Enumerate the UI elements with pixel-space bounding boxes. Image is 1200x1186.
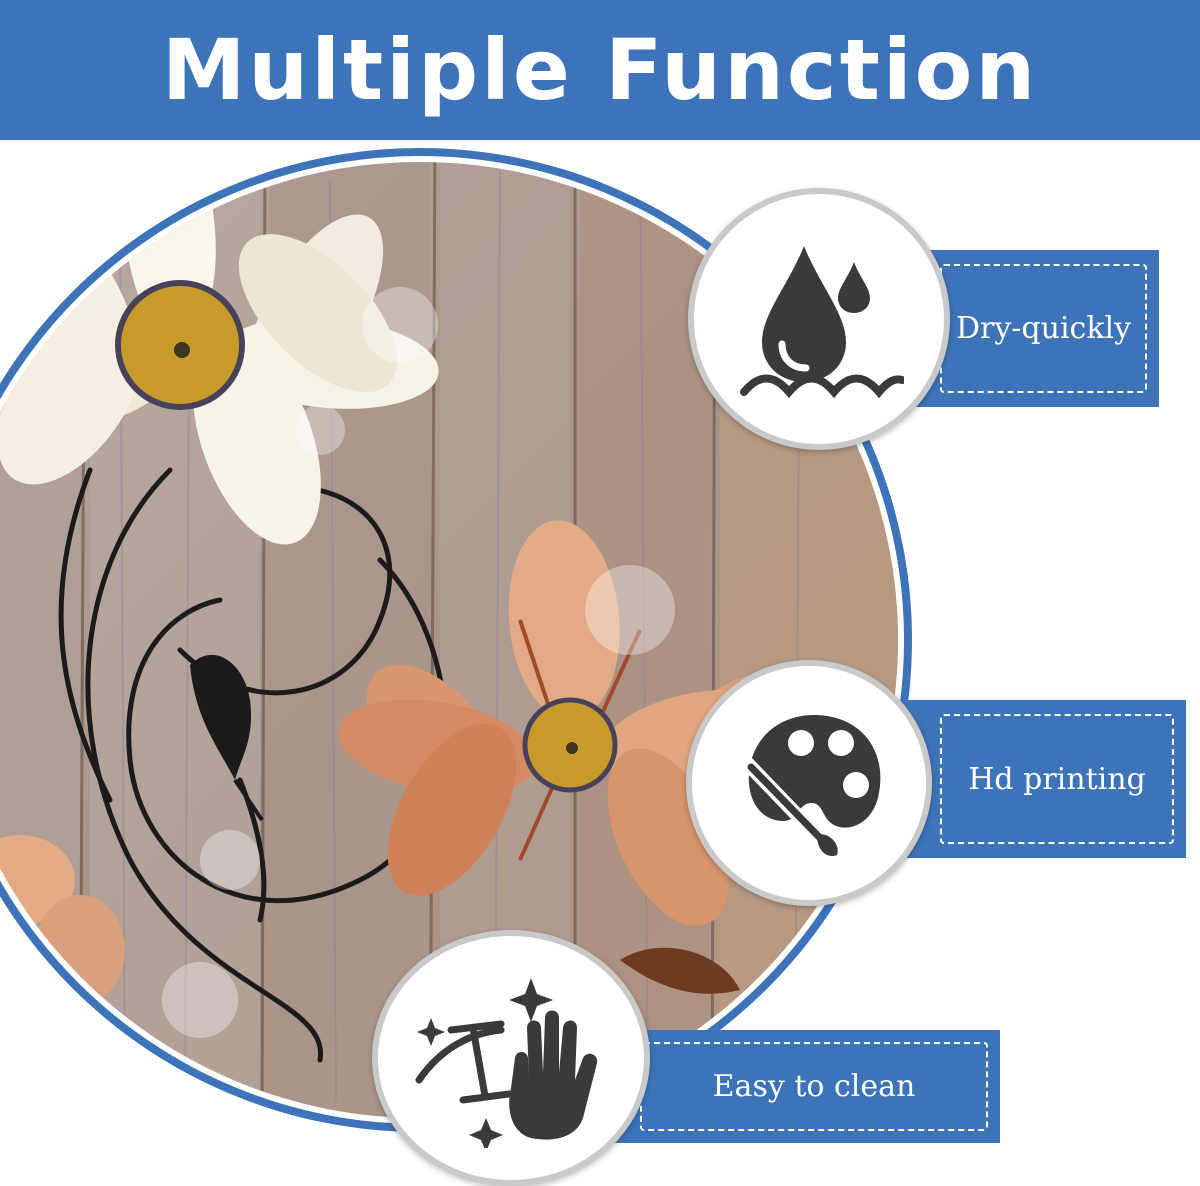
dashed-frame: Dry-quickly (940, 264, 1147, 393)
feature-text-dry-quickly: Dry-quickly (955, 311, 1132, 346)
badge-dry-quickly (688, 188, 950, 450)
water-drop-icon (740, 246, 904, 399)
feature-label-easy-to-clean: Easy to clean (600, 1030, 1000, 1143)
dashed-frame: Easy to clean (640, 1042, 988, 1131)
dashed-frame: Hd printing (940, 714, 1174, 844)
badge-easy-to-clean (372, 930, 650, 1186)
feature-text-hd-printing: Hd printing (968, 761, 1146, 797)
feature-label-hd-printing: Hd printing (900, 700, 1186, 858)
badge-hd-printing (686, 660, 932, 906)
wipe-hand-icon (415, 978, 598, 1148)
feature-text-easy-to-clean: Easy to clean (712, 1069, 916, 1104)
water-droplets (162, 287, 675, 1038)
banner-title: Multiple Function (161, 21, 1039, 119)
palette-brush-icon (740, 715, 881, 857)
header-banner: Multiple Function (0, 0, 1200, 140)
